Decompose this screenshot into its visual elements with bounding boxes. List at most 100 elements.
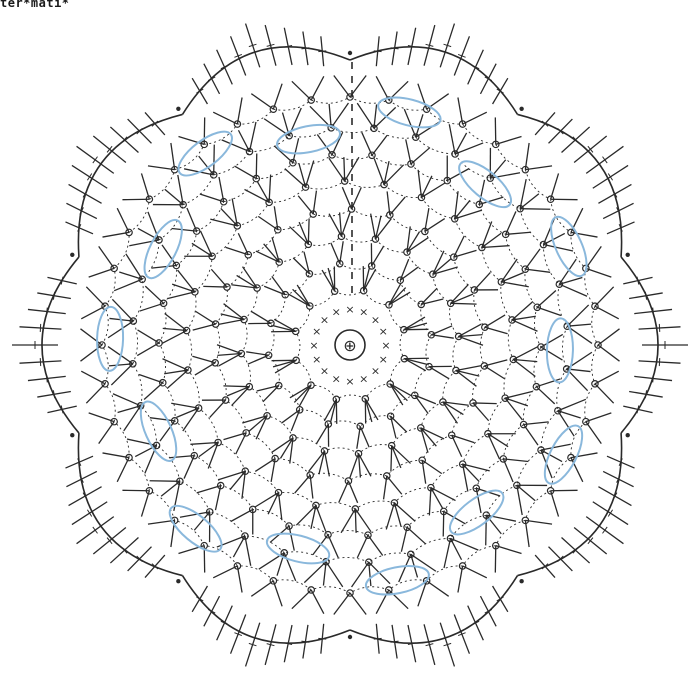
chain-arc: [415, 367, 429, 396]
v-stitch-leg: [496, 546, 522, 554]
v-stitch-leg: [86, 287, 105, 306]
v-stitch-leg: [551, 491, 559, 517]
v-stitch-leg: [311, 76, 324, 100]
fan-stitch-leg: [279, 493, 282, 521]
chain-arc: [183, 175, 214, 205]
chain-arc: [250, 136, 290, 152]
chain-arc: [364, 291, 389, 305]
v-stitch-leg: [427, 581, 449, 596]
chain-arc: [226, 400, 247, 433]
v-stitch-leg: [496, 136, 522, 144]
fan-stitch-leg: [329, 158, 345, 181]
fan-stitch-leg: [127, 439, 157, 445]
chain-arc: [215, 363, 226, 400]
sc-mark: ×: [371, 364, 380, 377]
chain-arc: [479, 204, 505, 234]
v-stitch-leg: [117, 208, 129, 232]
sc-mark: ×: [381, 339, 390, 352]
chain-arc: [215, 324, 220, 363]
fan-stitch-leg: [558, 399, 586, 410]
v-stitch-leg: [586, 413, 611, 422]
repeat-highlight: [137, 215, 189, 284]
chain-arc: [411, 538, 451, 554]
sc-mark: ×: [332, 372, 341, 385]
v-stitch-leg: [595, 384, 614, 403]
chain-arc: [490, 178, 520, 209]
fan-stitch-leg: [223, 386, 249, 387]
repeat-highlight: [375, 92, 443, 133]
fan-stitch-leg: [455, 143, 483, 154]
v-stitch-leg: [571, 458, 583, 482]
chain-arc: [592, 345, 598, 384]
chain-arc: [269, 323, 274, 355]
v-stitch-leg: [99, 246, 114, 268]
chain-arc: [340, 264, 372, 269]
chain-arc: [212, 226, 237, 256]
chain-arc: [244, 288, 257, 320]
header-fragment-text: ter*mati*: [0, 0, 70, 10]
fan-stitch-leg: [256, 251, 279, 262]
chain-arc: [102, 345, 108, 384]
fan-stitch-leg: [341, 509, 355, 533]
fan-stitch-leg: [250, 122, 256, 152]
chain-arc: [300, 410, 329, 424]
fan-stitch-leg: [150, 481, 180, 482]
fan-stitch-leg: [284, 553, 295, 581]
chain-arc: [551, 458, 571, 491]
v-stitch-leg: [598, 329, 620, 345]
v-stitch-leg: [458, 566, 463, 593]
dc-crossbar: [645, 390, 646, 398]
chain-dot: [176, 579, 180, 583]
chain-dot: [519, 579, 523, 583]
sc-mark: ×: [320, 364, 329, 377]
fan-stitch-leg: [289, 227, 308, 245]
fan-stitch-leg: [505, 392, 532, 399]
chain-arc: [271, 295, 285, 324]
repeat-highlight: [546, 318, 574, 383]
chain-arc: [421, 197, 454, 218]
chain-arc: [311, 587, 350, 593]
chain-arc: [237, 202, 269, 226]
v-stitch-leg: [141, 173, 149, 199]
chain-arc: [241, 354, 250, 387]
chain-arc: [365, 384, 390, 399]
fan-stitch-leg: [214, 145, 215, 175]
fan-stitch-leg: [350, 454, 359, 478]
fan-stitch-leg: [243, 267, 258, 288]
chain-arc: [199, 408, 219, 442]
fan-stitch-leg: [443, 402, 458, 423]
sc-mark: ×: [379, 325, 388, 338]
chain-arc: [411, 164, 447, 181]
v-stitch-leg: [103, 453, 130, 458]
sc-mark: ×: [332, 306, 341, 319]
chain-arc: [335, 291, 364, 295]
fan-stitch-leg: [341, 212, 350, 236]
fan-stitch-leg: [559, 284, 587, 296]
chain-arc: [506, 234, 526, 269]
v-stitch-leg: [458, 98, 463, 125]
chain-arc: [486, 485, 517, 515]
chain-arc: [326, 557, 369, 562]
chain-dot: [70, 253, 74, 257]
chain-arc: [372, 266, 401, 280]
chain-arc: [311, 385, 336, 399]
chain-arc: [257, 262, 279, 288]
chain-arc: [194, 456, 220, 486]
fan-stitch-leg: [459, 336, 483, 345]
chain-arc: [400, 330, 404, 359]
v-stitch-leg: [81, 371, 105, 384]
chain-arc: [133, 364, 142, 406]
fan-stitch-leg: [513, 347, 538, 360]
v-stitch-leg: [237, 566, 242, 593]
chain-arc: [482, 248, 502, 282]
fan-stitch-leg: [451, 284, 469, 303]
fan-stitch-leg: [421, 428, 444, 439]
chain-arc: [313, 209, 351, 216]
chain-arc: [508, 320, 513, 360]
v-stitch-leg: [237, 98, 242, 125]
chain-arc: [269, 187, 305, 202]
chain-arc: [421, 402, 443, 428]
chain-arc: [551, 199, 571, 232]
